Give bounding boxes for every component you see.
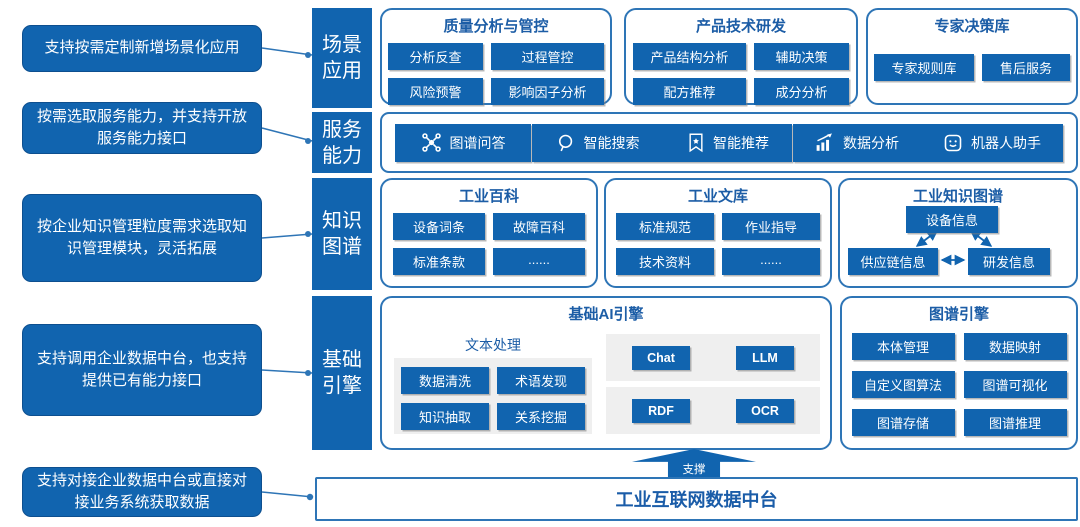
module-chip: 本体管理	[851, 333, 955, 360]
service-chip-data-analysis: 数据分析	[792, 123, 921, 162]
platform-label: 工业互联网数据中台	[615, 490, 778, 510]
module-chip: 数据清洗	[401, 367, 489, 394]
module-chip: 自定义图算法	[851, 371, 955, 398]
layer-service: 服务能力	[312, 112, 372, 173]
search-icon	[556, 133, 576, 153]
service-chip-robot-assistant: 机器人助手	[921, 123, 1063, 162]
panel-title: 工业知识图谱	[912, 188, 1003, 205]
panel-service-capability: 图谱问答 智能搜索 智能推荐	[380, 112, 1078, 173]
robot-icon	[943, 133, 963, 153]
panel-title: 产品技术研发	[695, 18, 786, 35]
module-chip: ......	[493, 248, 585, 275]
module-chip: 售后服务	[982, 54, 1070, 81]
module-chip: 风险预警	[388, 78, 483, 105]
note-knowledge: 按企业知识管理粒度需求选取知识管理模块，灵活拓展	[22, 194, 262, 282]
panel-expert-decision: 专家决策库 专家规则库 售后服务	[866, 8, 1078, 105]
graph-node: 供应链信息	[848, 248, 938, 275]
note-scenario: 支持按需定制新增场景化应用	[22, 25, 262, 72]
panel-product-rd: 产品技术研发 产品结构分析 辅助决策 配方推荐 成分分析	[624, 8, 858, 105]
layer-knowledge: 知识图谱	[312, 178, 372, 290]
panel-title: 质量分析与管控	[443, 18, 549, 35]
bar-chart-icon	[814, 132, 835, 153]
module-chip: 过程管控	[491, 43, 604, 70]
panel-title: 图谱引擎	[928, 306, 989, 323]
panel-title: 基础AI引擎	[568, 306, 644, 323]
module-chip: Chat	[632, 345, 690, 370]
text-processing-group: 数据清洗 术语发现 知识抽取 关系挖掘	[394, 358, 592, 434]
service-chip-smart-search: 智能搜索	[531, 123, 664, 162]
panel-quality-analysis: 质量分析与管控 分析反查 过程管控 风险预警 影响因子分析	[380, 8, 612, 105]
module-chip: ......	[722, 248, 820, 275]
service-chip-graph-qa: 图谱问答	[395, 123, 531, 162]
panel-industrial-library: 工业文库 标准规范 作业指导 技术资料 ......	[604, 178, 832, 288]
panel-industrial-encyclopedia: 工业百科 设备词条 故障百科 标准条款 ......	[380, 178, 598, 288]
module-chip: 关系挖掘	[497, 403, 585, 430]
model-group: Chat LLM	[606, 334, 820, 381]
module-chip: 技术资料	[616, 248, 714, 275]
module-chip: 成分分析	[754, 78, 849, 105]
module-chip: 数据映射	[963, 333, 1067, 360]
module-chip: 故障百科	[493, 213, 585, 240]
panel-base-ai-engine: 基础AI引擎 文本处理 数据清洗 术语发现 知识抽取 关系挖掘 Chat LLM…	[380, 296, 832, 450]
graph-node: 设备信息	[906, 206, 998, 233]
module-chip: 配方推荐	[633, 78, 746, 105]
panel-graph-engine: 图谱引擎 本体管理 数据映射 自定义图算法 图谱可视化 图谱存储 图谱推理	[840, 296, 1078, 450]
module-chip: RDF	[632, 398, 690, 423]
module-chip: 图谱推理	[963, 409, 1067, 436]
text-processing-label: 文本处理	[465, 337, 521, 353]
module-chip: 分析反查	[388, 43, 483, 70]
module-chip: 产品结构分析	[633, 43, 746, 70]
support-arrow: 支撑	[632, 449, 756, 477]
module-chip: 辅助决策	[754, 43, 849, 70]
panel-title: 工业文库	[687, 188, 748, 205]
module-chip: 图谱可视化	[963, 371, 1067, 398]
note-platform: 支持对接企业数据中台或直接对接业务系统获取数据	[22, 467, 262, 517]
bookmark-star-icon	[687, 133, 705, 153]
layer-engine: 基础引擎	[312, 296, 372, 450]
panel-title: 工业百科	[458, 188, 519, 205]
module-chip: 作业指导	[722, 213, 820, 240]
module-chip: 图谱存储	[851, 409, 955, 436]
support-arrow-label: 支撑	[682, 464, 706, 476]
layer-scenario: 场景应用	[312, 8, 372, 108]
graph-qa-icon	[421, 132, 442, 153]
module-chip: LLM	[736, 345, 794, 370]
graph-node: 研发信息	[968, 248, 1050, 275]
panel-industrial-knowledge-graph: 工业知识图谱 设备信息 供应链信息 研发信息	[838, 178, 1078, 288]
module-chip: 知识抽取	[401, 403, 489, 430]
module-chip: 影响因子分析	[491, 78, 604, 105]
platform-bar: 工业互联网数据中台	[315, 477, 1078, 521]
module-chip: 术语发现	[497, 367, 585, 394]
module-chip: OCR	[736, 398, 794, 423]
panel-title: 专家决策库	[934, 18, 1010, 35]
module-chip: 专家规则库	[874, 54, 974, 81]
note-service: 按需选取服务能力，并支持开放服务能力接口	[22, 102, 262, 154]
note-engine: 支持调用企业数据中台，也支持提供已有能力接口	[22, 324, 262, 416]
module-chip: 设备词条	[393, 213, 485, 240]
service-chip-smart-recommend: 智能推荐	[664, 123, 792, 162]
module-chip: 标准规范	[616, 213, 714, 240]
module-chip: 标准条款	[393, 248, 485, 275]
parse-group: RDF OCR	[606, 387, 820, 434]
